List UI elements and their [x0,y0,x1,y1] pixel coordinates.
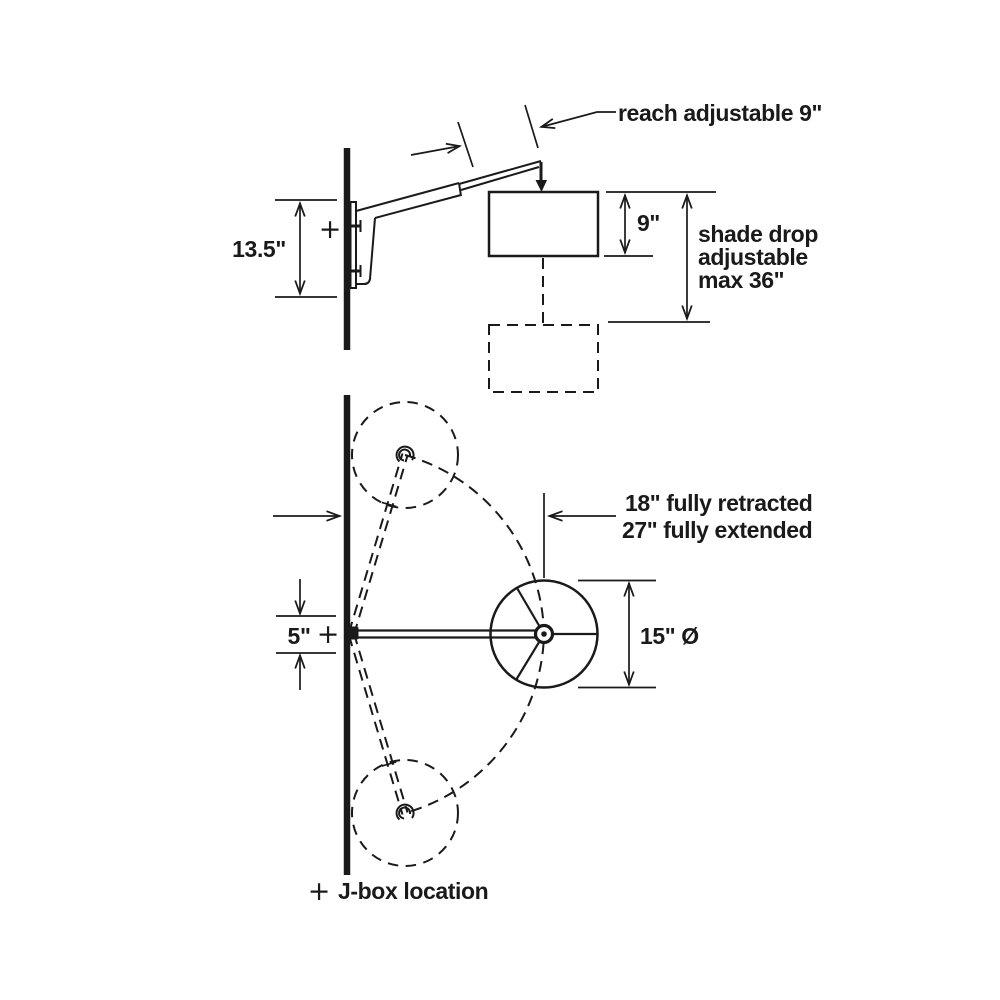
plan-view: 18" fully retracted 27" fully extended 1… [273,395,813,875]
mounting-bracket [349,201,376,289]
shade-holder-icon [535,180,547,192]
reach-range-dimension: 18" fully retracted 27" fully extended [543,490,813,578]
legend-jbox-label: J-box location [338,878,488,904]
socket-icon [395,445,415,463]
extended-label: 27" fully extended [622,517,812,543]
mounting-screw-icon [349,265,362,277]
jbox-marker-icon: + [317,619,340,650]
swing-arm-side [355,160,547,219]
shade-drop-dimension: shade drop adjustable max 36" [608,192,819,323]
shade-drop-label-3: max 36" [698,267,784,293]
shade-position-down-ghost [351,759,459,867]
backplate-label: 5" [288,623,311,649]
shade-height-label: 9" [637,210,660,236]
shade-drop-label-2: adjustable [698,244,808,270]
reach-dimension: reach adjustable 9" [410,100,822,168]
shade-position-up-ghost [351,401,459,509]
mounting-screw-icon [349,220,362,232]
legend-jbox-marker-icon: + [308,876,331,907]
arm-position-up-ghost [348,453,409,635]
lamp-shade-side [487,190,600,258]
arm-position-down-ghost [348,633,409,815]
retracted-label: 18" fully retracted [625,490,812,516]
shade-diameter-label: 15" Ø [640,623,699,649]
shade-drop-label-1: shade drop [698,221,818,247]
shade-drop-ghost [488,258,599,393]
jbox-marker-icon: + [319,214,342,245]
backplate-dimension: 5" [276,579,336,690]
shade-diameter-dimension: 15" Ø [578,579,699,689]
legend: + J-box location [308,876,489,907]
side-view: reach adjustable 9" 13.5" + 9" shade dro… [232,100,822,393]
reach-label: reach adjustable 9" [618,100,822,126]
mount-height-label: 13.5" [232,236,286,262]
socket-icon [395,803,415,821]
shade-height-dimension: 9" [604,191,716,257]
swing-arc [404,454,546,814]
mount-height-dimension: 13.5" [232,199,337,298]
swing-arm-plan [347,623,555,645]
